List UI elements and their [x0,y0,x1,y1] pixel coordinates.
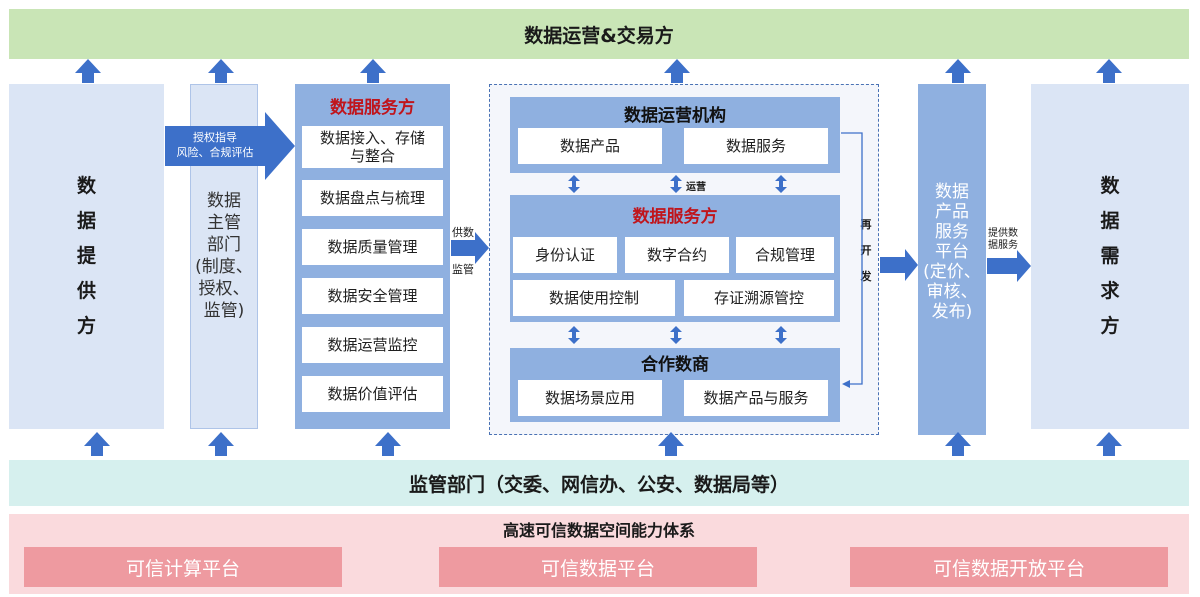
inner-service-title: 数据服务方 [632,206,718,227]
service-item: 数据接入、存储 与整合 [302,126,443,168]
data-provider-column: 数据提供方 [9,84,164,429]
inner-service-item: 身份认证 [513,237,617,273]
platform-line: 审核、 [926,282,978,302]
data-authority-label: 数据 主管 部门 (制度、 授权、 监管) [190,190,258,322]
service-item: 数据盘点与梳理 [302,180,443,216]
data-demander-label: 数据需求方 [1100,175,1120,337]
platform-line: (定价、 [923,262,981,282]
regulator-bar: 监管部门（交委、网信办、公安、数据局等） [9,460,1189,506]
supply-label-bottom: 监管 [452,263,474,276]
platform-line: 发布) [931,302,973,322]
platform-line: 产品 [935,202,969,222]
authority-line: (制度、 [195,257,253,277]
to-platform-arrow-icon [880,249,918,281]
up-arrow-icon [375,432,401,456]
data-service-title: 数据服务方 [330,97,415,118]
authority-line: 数据 [207,191,241,211]
up-arrow-icon [360,59,386,83]
provide-line1: 提供数 [988,228,1018,239]
platform-line: 服务 [935,222,969,242]
auth-arrow-line2: 风险、合规评估 [176,146,254,159]
up-arrow-icon [664,59,690,83]
trusted-data-open-platform: 可信数据开放平台 [850,547,1168,587]
ops-label: 运营 [686,182,706,193]
up-arrow-icon [208,59,234,83]
authority-line: 授权、 [198,279,250,299]
redevelop-char: 发 [860,270,872,283]
inner-service-item: 数据使用控制 [513,280,675,316]
trusted-data-space-title: 高速可信数据空间能力体系 [502,521,695,540]
authority-line: 监管) [203,301,245,321]
service-item: 数据运营监控 [302,327,443,363]
up-arrow-icon [945,432,971,456]
partner-item: 数据场景应用 [518,380,662,416]
service-item: 数据价值评估 [302,376,443,412]
partner-item: 数据产品与服务 [684,380,828,416]
data-demander-column: 数据需求方 [1031,84,1189,429]
up-arrow-icon [945,59,971,83]
up-arrow-icon [84,432,110,456]
product-platform-column [918,84,986,435]
ops-org-item: 数据服务 [684,128,828,164]
provide-line2: 据服务 [988,240,1018,251]
up-arrow-icon [1096,59,1122,83]
auth-arrow-label: 授权指导 风险、合规评估 [165,130,265,160]
inner-service-item: 存证溯源管控 [684,280,834,316]
partner-title: 合作数商 [641,354,709,375]
redevelop-char: 再 [860,218,872,231]
platform-line: 平台 [935,242,969,262]
trusted-computing-platform: 可信计算平台 [24,547,342,587]
service-item: 数据质量管理 [302,229,443,265]
ops-org-item: 数据产品 [518,128,662,164]
top-bar-data-operation-trading: 数据运营&交易方 [9,9,1189,59]
up-arrow-icon [208,432,234,456]
inner-service-item: 数字合约 [625,237,729,273]
data-provider-label: 数据提供方 [76,175,96,337]
up-arrow-icon [658,432,684,456]
up-arrow-icon [75,59,101,83]
inner-service-item: 合规管理 [736,237,834,273]
up-arrow-icon [1096,432,1122,456]
product-platform-label: 数据 产品 服务 平台 (定价、 审核、 发布) [918,182,986,322]
ops-org-title: 数据运营机构 [624,105,726,126]
platform-line: 数据 [935,182,969,202]
authority-line: 主管 [207,213,241,233]
supply-label-top: 供数 [452,226,474,239]
redevelop-char: 开 [860,244,872,257]
trusted-data-platform: 可信数据平台 [439,547,757,587]
redevelop-label: 再 开 发 [859,212,873,290]
service-item: 数据安全管理 [302,278,443,314]
auth-arrow-line1: 授权指导 [193,131,237,144]
authority-line: 部门 [207,235,241,255]
provide-service-label: 提供数 据服务 [988,228,1032,252]
provide-service-arrow-icon [987,250,1031,282]
